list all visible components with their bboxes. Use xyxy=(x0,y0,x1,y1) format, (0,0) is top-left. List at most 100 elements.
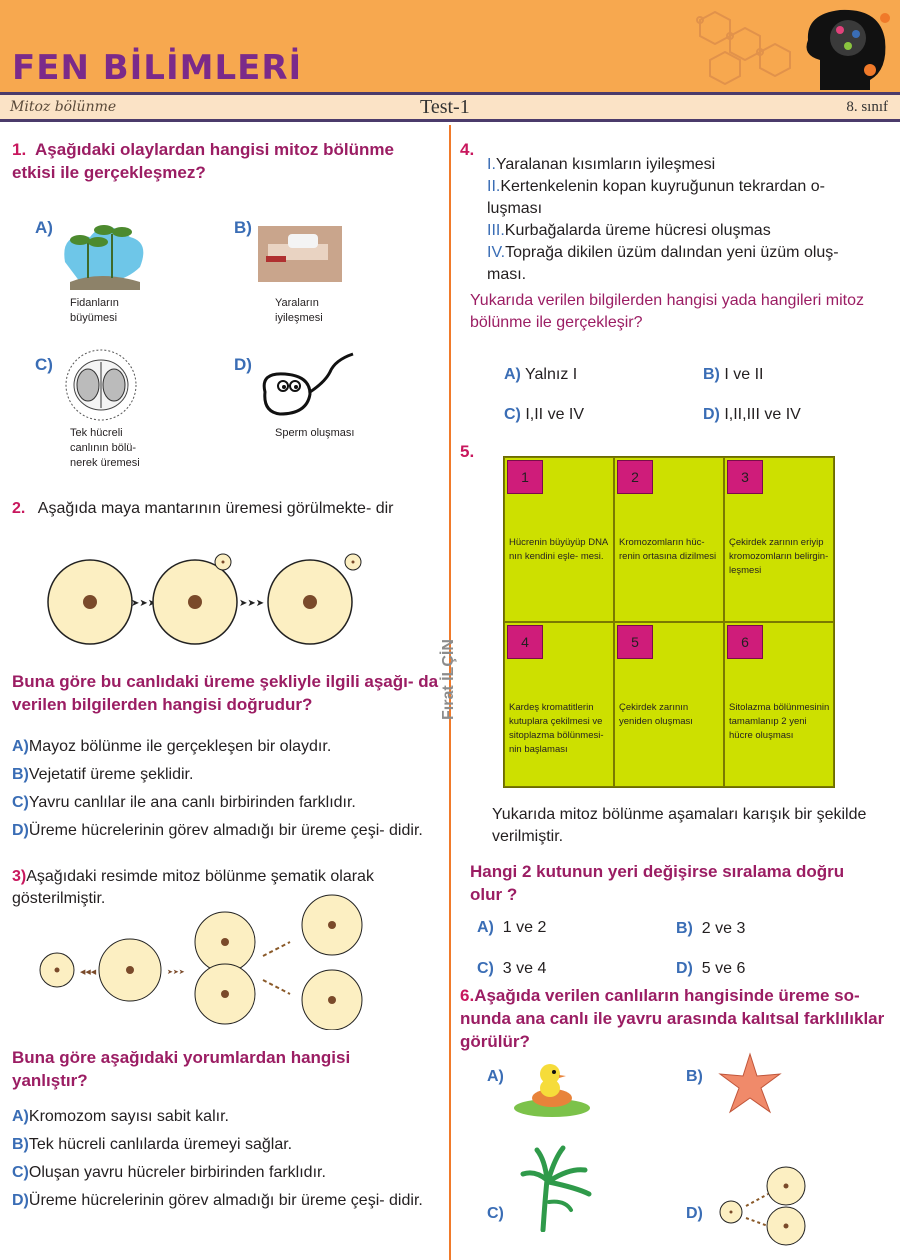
step-box-4-number: 4 xyxy=(507,625,543,659)
q4-item-2-roman: II. xyxy=(487,178,501,195)
q5-question: Hangi 2 kutunun yeri değişirse sıralama … xyxy=(470,862,845,904)
q4-question: Yukarıda verilen bilgilerden hangisi yad… xyxy=(470,292,865,331)
q4-option-c[interactable]: C) I,II ve IV xyxy=(504,404,584,426)
q1-option-a-letter[interactable]: A) xyxy=(35,218,53,237)
q3-option-c[interactable]: C)Oluşan yavru hücreler birbirinden fark… xyxy=(12,1162,432,1184)
q4-item-2-text: Kertenkelenin kopan kuyruğunun tekrardan… xyxy=(487,178,825,217)
q3-question: Buna göre aşağıdaki yorumlardan hangisi … xyxy=(12,1048,351,1090)
q4-item-4: IV.Toprağa dikilen üzüm dalından yeni üz… xyxy=(487,242,877,286)
q3-intro-text: Aşağıdaki resimde mitoz bölünme şematik … xyxy=(12,868,374,907)
q3-option-a[interactable]: A)Kromozom sayısı sabit kalır. xyxy=(12,1106,432,1128)
q6-option-d-letter[interactable]: D) xyxy=(686,1205,703,1222)
q2-option-b-text: Vejetatif üreme şeklidir. xyxy=(28,766,194,783)
step-box-5-number: 5 xyxy=(617,625,653,659)
q5-option-b-text: 2 ve 3 xyxy=(701,920,746,937)
science-head-illustration xyxy=(696,9,890,90)
q1-option-c-caption: Tek hücreli canlının bölü- nerek üremesi xyxy=(70,427,140,469)
step-box-6-text: Sitolazma bölünmesinin tamamlanıp 2 yeni… xyxy=(729,702,830,741)
q1-question: Aşağıdaki olaylardan hangisi mitoz bölün… xyxy=(12,140,394,182)
q5-option-d[interactable]: D) 5 ve 6 xyxy=(676,958,745,980)
chick-hatching-image xyxy=(514,1064,590,1117)
column-divider xyxy=(449,125,451,1260)
q4-item-1: I.Yaralanan kısımların iyileşmesi xyxy=(487,154,877,176)
q3-option-b[interactable]: B)Tek hücreli canlılarda üremeyi sağlar. xyxy=(12,1134,432,1156)
q5-option-b-letter: B) xyxy=(676,920,693,937)
q5-option-c[interactable]: C) 3 ve 4 xyxy=(477,958,546,980)
step-box-4-text: Kardeş kromatitlerin kutuplara çekilmesi… xyxy=(509,702,604,755)
q2-option-a[interactable]: A)Mayoz bölünme ile gerçekleşen bir olay… xyxy=(12,736,432,758)
q1-option-d-letter[interactable]: D) xyxy=(234,355,252,374)
test-label: Test-1 xyxy=(420,96,470,118)
q3-option-c-text: Oluşan yavru hücreler birbirinden farklı… xyxy=(28,1164,326,1181)
q4-item-1-text: Yaralanan kısımların iyileşmesi xyxy=(495,156,716,173)
q1-option-b-letter[interactable]: B) xyxy=(234,218,252,237)
q5-option-d-text: 5 ve 6 xyxy=(701,960,746,977)
q4-option-d-letter: D) xyxy=(703,406,720,423)
q2-option-c-letter: C) xyxy=(12,794,29,811)
cell-division-image xyxy=(719,1166,806,1246)
svg-text:➤➤➤: ➤➤➤ xyxy=(239,598,264,609)
step-box-2-text: Kromozomların hüc- renin ortasına dizilm… xyxy=(619,537,717,562)
q2-intro: 2. Aşağıda maya mantarının üremesi görül… xyxy=(12,498,437,520)
author-name: Fırat İLÇİN xyxy=(440,639,457,720)
sub-header-bar: Mitoz bölünme Test-1 8. sınıf xyxy=(0,92,900,122)
q3-option-d-text: Üreme hücrelerinin görev almadığı bir ür… xyxy=(28,1192,423,1209)
q4-option-b-text: I ve II xyxy=(724,366,764,383)
q3-option-a-text: Kromozom sayısı sabit kalır. xyxy=(28,1108,229,1125)
q6-option-c-letter[interactable]: C) xyxy=(487,1205,504,1222)
q6-text: 6.Aşağıda verilen canlıların hangisinde … xyxy=(460,984,885,1053)
svg-text:➤➤➤: ➤➤➤ xyxy=(131,598,156,609)
starfish-image xyxy=(718,1052,782,1114)
step-box-5-text: Çekirdek zarının yeniden oluşması xyxy=(619,702,693,727)
q2-option-a-text: Mayoz bölünme ile gerçekleşen bir olaydı… xyxy=(28,738,332,755)
q6-number: 6. xyxy=(460,986,475,1005)
step-box-3-text: Çekirdek zarının eriyip kromozomların be… xyxy=(729,537,829,576)
q3-option-d[interactable]: D)Üreme hücrelerinin görev almadığı bir … xyxy=(12,1190,432,1212)
dividing-cell-image xyxy=(65,349,137,421)
q2-option-b-letter: B) xyxy=(12,766,29,783)
q3-options: A)Kromozom sayısı sabit kalır. B)Tek hüc… xyxy=(12,1106,432,1212)
q2-options: A)Mayoz bölünme ile gerçekleşen bir olay… xyxy=(12,736,432,842)
q4-item-3: III.Kurbağalarda üreme hücresi oluşmas xyxy=(487,220,877,242)
q1-option-d-caption: Sperm oluşması xyxy=(275,427,355,439)
q2-option-c-text: Yavru canlılar ile ana canlı birbirinden… xyxy=(28,794,356,811)
step-box-1-text: Hücrenin büyüyüp DNA nın kendini eşle- m… xyxy=(509,537,608,562)
q2-option-d[interactable]: D)Üreme hücrelerinin görev almadığı bir … xyxy=(12,820,432,842)
step-box-6-number: 6 xyxy=(727,625,763,659)
q4-option-c-letter: C) xyxy=(504,406,521,423)
q6-option-b-letter[interactable]: B) xyxy=(686,1068,703,1085)
q2-option-c[interactable]: C)Yavru canlılar ile ana canlı birbirind… xyxy=(12,792,432,814)
q5-note: Yukarıda mitoz bölünme aşamaları karışık… xyxy=(492,806,867,845)
q2-option-b[interactable]: B)Vejetatif üreme şeklidir. xyxy=(12,764,432,786)
hydra-image xyxy=(520,1145,592,1232)
q1-option-c-letter[interactable]: C) xyxy=(35,355,53,374)
q4-option-d-text: I,II,III ve IV xyxy=(724,406,801,423)
yeast-budding-diagram: ➤➤➤ ➤➤➤ xyxy=(47,553,362,645)
q1-text: 1. Aşağıdaki olaylardan hangisi mitoz bö… xyxy=(12,138,437,184)
q4-item-2: II.Kertenkelenin kopan kuyruğunun tekrar… xyxy=(487,176,877,220)
q4-option-b[interactable]: B) I ve II xyxy=(703,364,763,386)
q4-option-d[interactable]: D) I,II,III ve IV xyxy=(703,404,801,426)
page-header xyxy=(0,0,900,92)
q6-question: Aşağıda verilen canlıların hangisinde ür… xyxy=(460,986,885,1051)
q2-number: 2. xyxy=(12,500,26,517)
q4-item-4-text: Toprağa dikilen üzüm dalından yeni üzüm … xyxy=(487,244,839,283)
q5-option-a[interactable]: A) 1 ve 2 xyxy=(477,917,546,939)
mitosis-schematic-diagram: ◀◀◀ ➤➤➤ xyxy=(39,894,363,1030)
topic-label: Mitoz bölünme xyxy=(10,99,117,115)
q5-option-b[interactable]: B) 2 ve 3 xyxy=(676,918,745,940)
q6-option-a-letter[interactable]: A) xyxy=(487,1068,504,1085)
q1-option-b-caption: Yaraların iyileşmesi xyxy=(275,297,323,324)
q4-items: I.Yaralanan kısımların iyileşmesi II.Ker… xyxy=(487,154,877,286)
q2-option-d-letter: D) xyxy=(12,822,29,839)
q4-option-a[interactable]: A) Yalnız I xyxy=(504,364,577,386)
q4-option-b-letter: B) xyxy=(703,366,720,383)
svg-text:➤➤➤: ➤➤➤ xyxy=(167,969,185,976)
